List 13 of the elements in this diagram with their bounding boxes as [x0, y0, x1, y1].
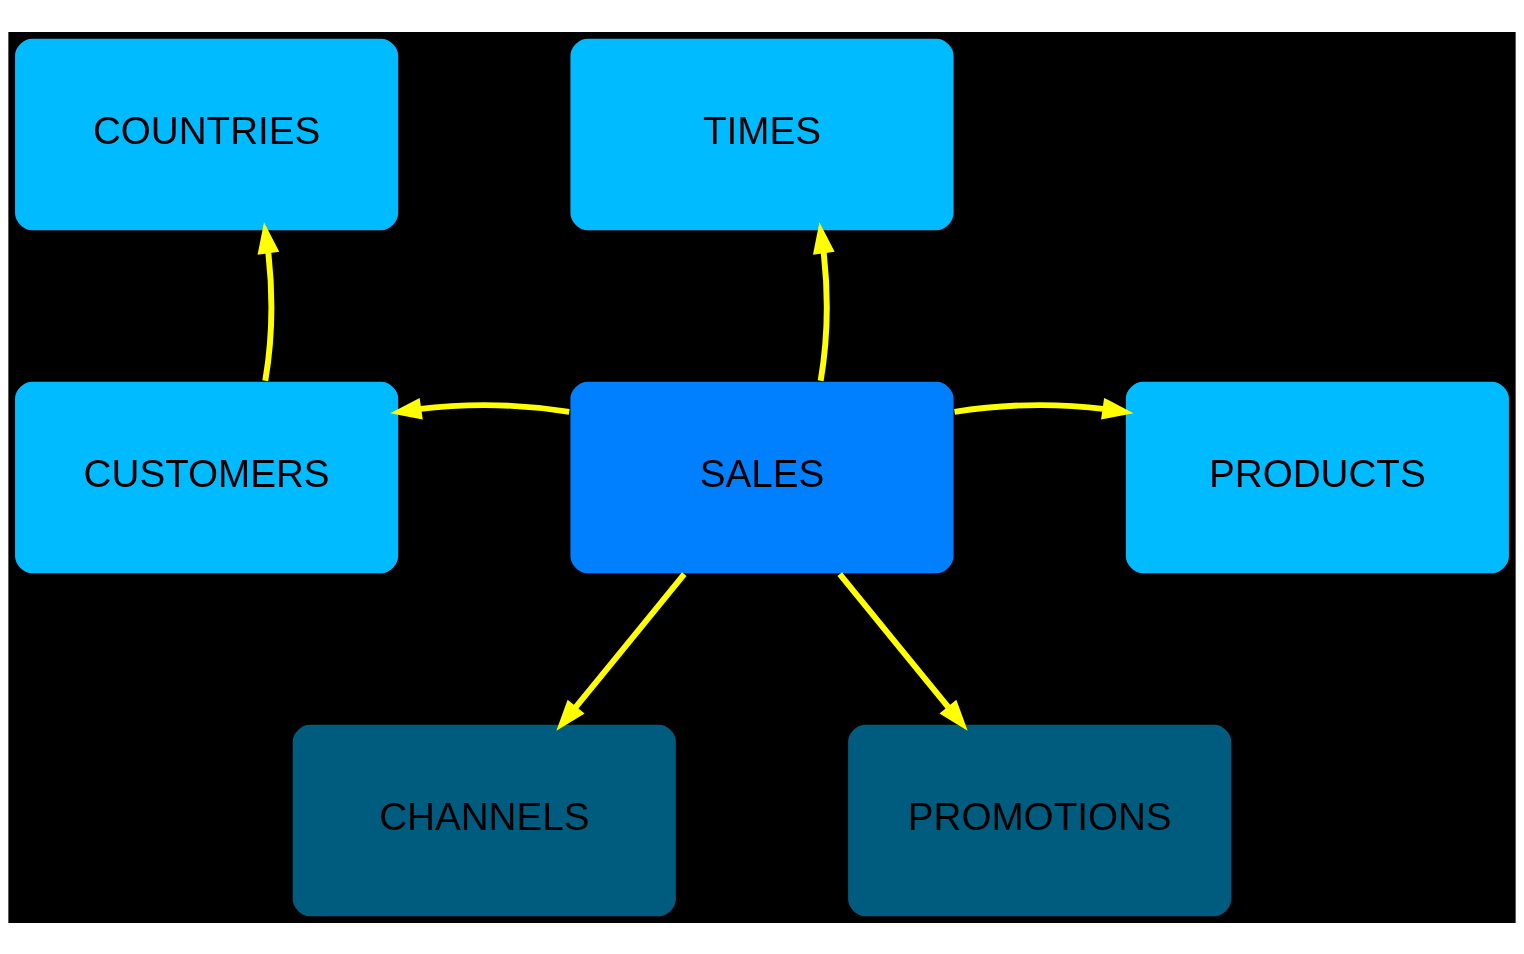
arrow	[556, 571, 687, 731]
arrow	[837, 571, 968, 731]
node-box: CUSTOMERS	[13, 379, 400, 575]
node-box: COUNTRIES	[13, 36, 400, 232]
node-box: SALES	[568, 379, 956, 575]
arrow	[954, 397, 1134, 420]
node-box: TIMES	[568, 36, 956, 232]
arrow	[813, 221, 835, 381]
arrow	[257, 221, 280, 381]
node-box: CHANNELS	[291, 722, 678, 918]
arrow	[390, 397, 570, 420]
node-box: PRODUCTS	[1124, 379, 1511, 575]
node-box: PROMOTIONS	[846, 722, 1233, 918]
